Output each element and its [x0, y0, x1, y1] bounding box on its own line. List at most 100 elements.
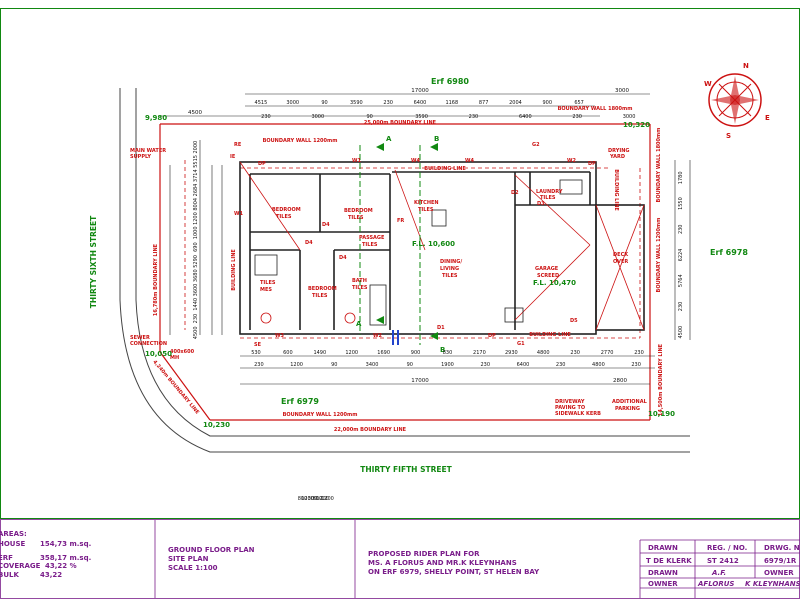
dimension-value: 2170: [473, 350, 486, 356]
dimension-value: 90: [367, 114, 373, 120]
dimension-value: 3000: [311, 114, 324, 120]
dimension-value: 3000: [623, 114, 636, 120]
tag-w1: W1: [352, 158, 362, 164]
level-se: 10,190: [648, 410, 675, 418]
site-boundary: [159, 123, 651, 421]
dimension-value: 530: [251, 350, 261, 356]
drying-yard-label-2: YARD: [609, 154, 625, 160]
dimension-value: 6400: [519, 114, 532, 120]
main-water-label: MAIN WATER: [130, 148, 166, 154]
dimension-value: 230: [480, 362, 490, 368]
tag-dp3: DP: [588, 161, 596, 167]
room-ensuite-finish: TILES: [260, 280, 276, 286]
section-a-top: A: [386, 135, 392, 143]
dimension-value: 3590: [350, 100, 363, 106]
dimension-value: 1200: [193, 212, 199, 225]
room-deck: DECK: [613, 252, 629, 258]
dimension-value: 1200: [290, 362, 303, 368]
fixtures: [254, 179, 583, 345]
boundary-bottom-label: 22,000m BOUNDARY LINE: [334, 427, 407, 433]
drawing-header: DRWG. NO: [764, 544, 800, 552]
tag-w1b: W1: [234, 211, 244, 217]
tag-g1: G1: [517, 341, 525, 347]
tag-d4b: D4: [305, 240, 313, 246]
dimension-value: 1200: [345, 350, 358, 356]
section-b-bottom: B: [440, 346, 445, 354]
room-passage-finish: TILES: [362, 242, 378, 248]
room-laundry-finish: TILES: [540, 195, 556, 201]
dimension-value: 2684: [193, 184, 199, 197]
dimension-value: 230: [572, 114, 582, 120]
tag-se: SE: [254, 342, 262, 348]
manhole-label-2: MH: [170, 355, 179, 361]
room-garage: GARAGE: [535, 266, 559, 272]
dimension-value: 4515: [255, 100, 268, 106]
signature-3: K KLEYNHANS: [745, 580, 800, 588]
tag-g2: G2: [532, 142, 540, 148]
dimension-value: 690: [193, 242, 199, 252]
dimension-value: 230: [556, 362, 566, 368]
floor-level-main: F.L. 10,600: [412, 240, 455, 248]
level-sw: 10,050: [145, 350, 172, 358]
dimension-value: 3400: [366, 362, 379, 368]
room-bath-finish: TILES: [352, 285, 368, 291]
floor-level-garage: F.L. 10,470: [533, 279, 576, 287]
room-garage-finish: SCREED: [537, 273, 559, 279]
dimension-value: 1550: [678, 197, 684, 210]
room-laundry: LAUNDRY: [536, 189, 563, 195]
room-bedroom-3: BEDROOM: [308, 286, 337, 292]
room-bedroom-2: BEDROOM: [344, 208, 373, 214]
dimension-value: 800: [313, 496, 323, 502]
dimension-value: 4800: [592, 362, 605, 368]
erf-bottom-label: Erf 6979: [281, 397, 319, 406]
level-ne: 10,320: [623, 121, 650, 129]
boundary-left-label: 16,780m BOUNDARY LINE: [153, 243, 159, 316]
dimension-value: 830: [443, 350, 453, 356]
drying-yard-label-1: DRYING: [608, 148, 630, 154]
tag-w4b: W4: [465, 158, 475, 164]
erf-area-value: 358,17 m.sq.: [40, 554, 91, 562]
building-line-bottom-label: BUILDING LINE: [529, 332, 571, 338]
tag-re: RE: [234, 142, 242, 148]
building-line-left-label: BUILDING LINE: [231, 249, 237, 291]
room-bedroom-1-finish: TILES: [276, 214, 292, 220]
dimension-value: 230: [634, 350, 644, 356]
erf-top-label: Erf 6980: [431, 77, 469, 86]
drawing-value: 6979/1R: [764, 557, 797, 565]
supply-label: SUPPLY: [130, 154, 151, 160]
dimension-value: 6400: [517, 362, 530, 368]
room-dining: DINING/: [440, 259, 462, 265]
dim-top-total: 17000: [411, 88, 429, 94]
dimension-value: 230: [570, 350, 580, 356]
compass-rose: [708, 73, 762, 127]
tag-ie: IE: [230, 154, 236, 160]
project-line-1: PROPOSED RIDER PLAN FOR: [368, 550, 480, 558]
dimension-value: 2004: [509, 100, 522, 106]
dimension-value: 1200: [316, 496, 329, 502]
tag-d4c: D4: [339, 255, 347, 261]
compass-e: E: [765, 114, 770, 122]
house-area-value: 154,73 m.sq.: [40, 540, 91, 548]
owner-header: OWNER: [764, 569, 794, 577]
section-a-bottom: A: [356, 320, 362, 328]
tag-w3: W3: [275, 333, 285, 339]
dimension-value: 1200: [301, 496, 314, 502]
dimension-value: 300: [308, 496, 318, 502]
dim-top-right: 3000: [615, 88, 629, 94]
drawn-value: T DE KLERK: [646, 557, 692, 565]
plan-title-2: SITE PLAN: [168, 555, 209, 563]
reg-header: REG. / NO.: [707, 544, 747, 552]
dimension-value: 2770: [601, 350, 614, 356]
boundary-top-label: 25,000m BOUNDARY LINE: [364, 120, 437, 126]
dim-top-left: 4500: [188, 110, 202, 116]
dimension-value: 3000: [286, 100, 299, 106]
dimension-value: 230: [383, 100, 393, 106]
dimension-value: 230: [631, 362, 641, 368]
dimension-value: 657: [574, 100, 584, 106]
dimension-value: 1000: [193, 226, 199, 239]
dimension-value: 1780: [678, 171, 684, 184]
tag-w4: W4: [411, 158, 421, 164]
